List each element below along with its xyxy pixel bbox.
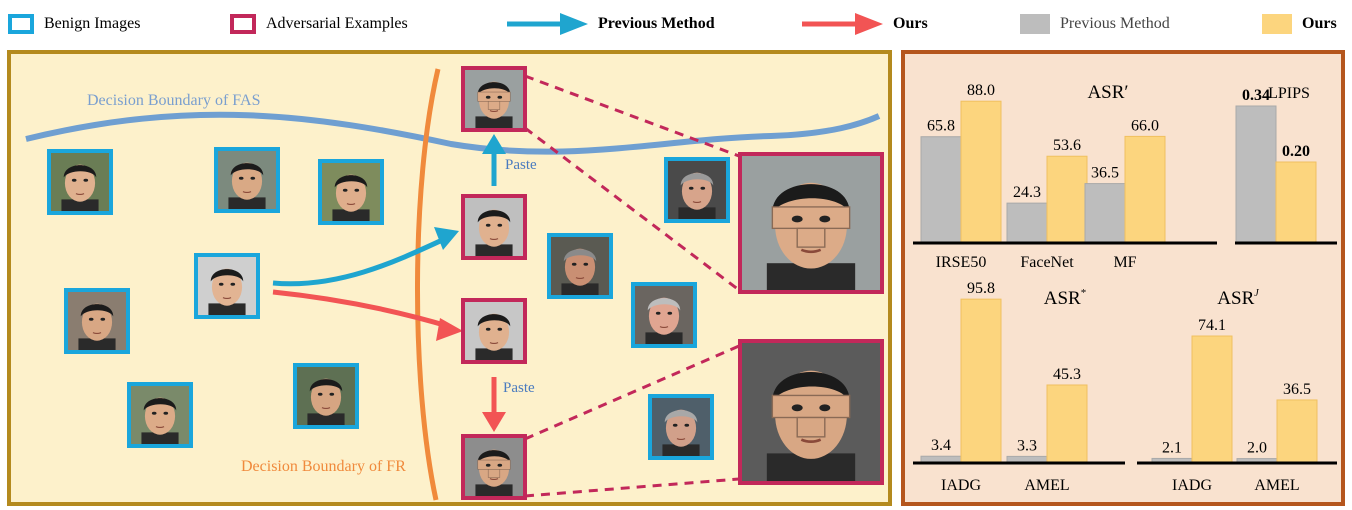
legend-ours-arrow: Ours (800, 0, 928, 48)
bar-label-1-3-ours: 66.0 (1131, 117, 1159, 134)
paste-label-top: Paste (505, 157, 537, 173)
category-label-1-3: MF (1113, 254, 1136, 271)
adv-face-ours-pasted (461, 434, 527, 500)
benign-swatch (8, 14, 34, 34)
legend-benign-label: Benign Images (44, 15, 141, 32)
benign-face-3 (318, 159, 384, 225)
bar-label-3-1-ours: 95.8 (967, 280, 995, 297)
bar-2-1-ours (1275, 161, 1317, 243)
bar-3-2-ours (1046, 384, 1088, 463)
adversarial-swatch (230, 14, 256, 34)
adv-face-ours (461, 298, 527, 364)
dash-line-2 (524, 126, 740, 292)
identity-face-1 (664, 157, 730, 223)
yellow-bar-swatch (1262, 14, 1292, 34)
bar-3-1-prev (920, 455, 962, 463)
fas-boundary-line (25, 111, 881, 155)
bar-4-2-ours (1276, 399, 1318, 463)
bar-1-2-ours (1046, 155, 1088, 243)
identity-face-2 (547, 233, 613, 299)
benign-face-2 (214, 147, 280, 213)
prev-method-arrow (272, 233, 453, 287)
legend-prev-bar-label: Previous Method (1060, 15, 1170, 32)
bar-label-1-2-prev: 24.3 (1013, 184, 1041, 201)
bar-label-1-1-ours: 88.0 (967, 82, 995, 99)
chart-title-4: ASRJ (1217, 288, 1259, 309)
paste-arrow-down-head (482, 412, 506, 432)
benign-face-6 (293, 363, 359, 429)
paste-label-bottom: Paste (503, 380, 535, 396)
category-label-3-2: AMEL (1024, 477, 1069, 494)
benign-face-1 (47, 149, 113, 215)
ours-arrow (272, 289, 452, 330)
bar-4-1-ours (1191, 335, 1233, 463)
bar-label-4-2-prev: 2.0 (1247, 440, 1267, 457)
bar-2-1-prev (1235, 105, 1277, 243)
bar-3-2-prev (1006, 455, 1048, 463)
fas-boundary-label: Decision Boundary of FAS (87, 92, 261, 109)
benign-face-4 (64, 288, 130, 354)
bar-label-3-1-prev: 3.4 (931, 437, 951, 454)
bar-label-3-2-prev: 3.3 (1017, 437, 1037, 454)
bar-label-2-1-prev: 0.34 (1242, 87, 1270, 104)
bar-label-2-1-ours: 0.20 (1282, 143, 1310, 160)
blue-arrow-icon (507, 13, 588, 35)
diagram-lines (25, 68, 881, 501)
bar-label-1-2-ours: 53.6 (1053, 137, 1081, 154)
prev-arrow-head (434, 227, 459, 250)
enlarged-face-ours (738, 339, 884, 485)
bar-1-2-prev (1006, 202, 1048, 243)
bar-1-3-ours (1124, 135, 1166, 243)
identity-face-3 (631, 282, 697, 348)
category-label-1-2: FaceNet (1020, 254, 1074, 271)
enlarged-face-prev (738, 152, 884, 294)
legend-ours-bar-label: Ours (1302, 15, 1337, 32)
dash-line-1 (524, 74, 740, 158)
adv-face-prev (461, 194, 527, 260)
paste-arrow-up-head (482, 134, 506, 154)
identity-face-4 (648, 394, 714, 460)
fr-boundary-label: Decision Boundary of FR (241, 458, 406, 475)
category-label-4-2: AMEL (1254, 477, 1299, 494)
fr-boundary-line (415, 68, 441, 501)
bar-3-1-ours (960, 298, 1002, 463)
benign-face-source (194, 253, 260, 319)
dash-line-3 (524, 344, 740, 441)
bar-1-1-ours (960, 100, 1002, 243)
bar-1-1-prev (920, 136, 962, 243)
bar-1-3-prev (1084, 183, 1126, 243)
category-label-3-1: IADG (941, 477, 981, 494)
benign-face-5 (127, 382, 193, 448)
bar-4-1-prev (1151, 457, 1193, 463)
bar-label-4-2-ours: 36.5 (1283, 381, 1311, 398)
legend-prev-arrow: Previous Method (505, 0, 715, 48)
chart-title-2: LPIPS (1268, 85, 1310, 102)
legend-ours-arrow-label: Ours (893, 15, 928, 32)
category-label-4-1: IADG (1172, 477, 1212, 494)
diagram-panel: Decision Boundary of FAS Decision Bounda… (7, 50, 892, 506)
category-label-1-1: IRSE50 (936, 254, 987, 271)
gray-bar-swatch (1020, 14, 1050, 34)
legend-adversarial: Adversarial Examples (230, 0, 408, 48)
bar-label-4-1-prev: 2.1 (1162, 439, 1182, 456)
legend-prev-arrow-label: Previous Method (598, 15, 715, 32)
adv-face-prev-pasted (461, 66, 527, 132)
bar-label-1-3-prev: 36.5 (1091, 165, 1119, 182)
bar-label-4-1-ours: 74.1 (1198, 317, 1226, 334)
legend: Benign Images Adversarial Examples Previ… (0, 0, 1352, 48)
chart-title-1: ASR′ (1087, 82, 1128, 103)
bar-label-3-2-ours: 45.3 (1053, 366, 1081, 383)
legend-adversarial-label: Adversarial Examples (266, 15, 408, 32)
chart-title-3: ASR* (1044, 287, 1086, 309)
red-arrow-icon (802, 13, 883, 35)
ours-arrow-head (436, 318, 463, 341)
legend-ours-bar: Ours (1262, 0, 1337, 48)
legend-prev-bar: Previous Method (1020, 0, 1170, 48)
dash-line-4 (524, 477, 740, 498)
legend-benign: Benign Images (8, 0, 140, 48)
bar-4-2-prev (1236, 458, 1278, 463)
bar-label-1-1-prev: 65.8 (927, 118, 955, 135)
